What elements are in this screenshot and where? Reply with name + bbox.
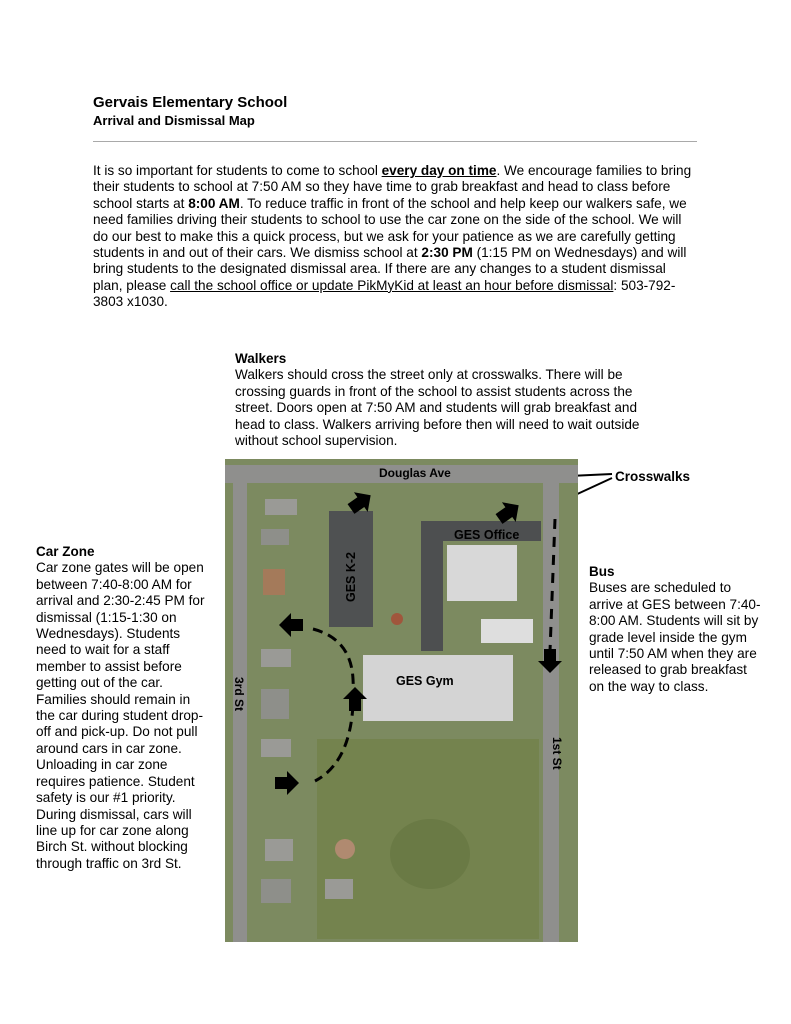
car-zone-section: Car Zone Car zone gates will be open bet… bbox=[36, 544, 211, 872]
house bbox=[261, 649, 291, 667]
intro-text-5: : 503-792-3803 x1030. bbox=[93, 277, 676, 310]
arrow-icon bbox=[495, 502, 519, 524]
intro-text-1: It is so important for students to come … bbox=[93, 163, 382, 178]
arrow-icon bbox=[275, 771, 299, 795]
label-ges-k2: GES K-2 bbox=[344, 552, 358, 602]
page-subtitle: Arrival and Dismissal Map bbox=[93, 113, 255, 128]
intro-text-2: . We encourage families to bring their s… bbox=[93, 163, 692, 211]
arrow-icon bbox=[538, 649, 562, 673]
house bbox=[265, 499, 297, 515]
building-ges-office-roof bbox=[421, 521, 541, 541]
arrow-icon bbox=[279, 613, 303, 637]
building-ges-gym bbox=[363, 655, 513, 721]
building-ges-k2 bbox=[329, 511, 373, 627]
bus-route bbox=[548, 518, 557, 652]
intro-text-4: (1:15 PM on Wednesdays) and will bring s… bbox=[93, 245, 687, 293]
walkers-body: Walkers should cross the street only at … bbox=[235, 367, 640, 449]
building-ges-office bbox=[447, 545, 517, 601]
aerial-map: Douglas Ave GES Office GES K-2 GES Gym 3… bbox=[225, 459, 578, 942]
car-zone-body: Car zone gates will be open between 7:40… bbox=[36, 560, 205, 871]
road-1st-st bbox=[543, 483, 559, 942]
arrow-icon bbox=[343, 687, 367, 711]
bus-heading: Bus bbox=[589, 564, 615, 579]
walkers-section: Walkers Walkers should cross the street … bbox=[235, 351, 645, 449]
label-ges-office: GES Office bbox=[454, 528, 519, 542]
page-title: Gervais Elementary School bbox=[93, 94, 288, 111]
intro-emphasis-on-time: every day on time bbox=[381, 163, 497, 178]
road-douglas-ave bbox=[225, 465, 578, 483]
bus-body: Buses are scheduled to arrive at GES bet… bbox=[589, 580, 761, 694]
label-douglas-ave: Douglas Ave bbox=[379, 466, 451, 480]
intro-emphasis-dismiss-time: 2:30 PM bbox=[421, 245, 473, 261]
intro-contact-instruction: call the school office or update PikMyKi… bbox=[170, 277, 614, 293]
house bbox=[325, 879, 353, 899]
bus-section: Bus Buses are scheduled to arrive at GES… bbox=[589, 564, 764, 695]
intro-text-3: . To reduce traffic in front of the scho… bbox=[93, 195, 687, 261]
house bbox=[265, 839, 293, 861]
arrow-icon bbox=[347, 492, 371, 514]
building-ges-office-wing bbox=[421, 541, 443, 651]
walkers-heading: Walkers bbox=[235, 351, 287, 366]
label-1st-st: 1st St bbox=[550, 737, 564, 770]
building-annex bbox=[481, 619, 533, 643]
field-diamond bbox=[390, 819, 470, 889]
house bbox=[261, 739, 291, 757]
label-ges-gym: GES Gym bbox=[396, 674, 454, 688]
intro-emphasis-start-time: 8:00 AM bbox=[188, 195, 240, 211]
crosswalks-label: Crosswalks bbox=[615, 469, 691, 484]
house bbox=[261, 689, 289, 719]
divider bbox=[93, 141, 697, 142]
label-3rd-st: 3rd St bbox=[232, 677, 246, 711]
house bbox=[263, 569, 285, 595]
playground bbox=[335, 839, 355, 859]
car-zone-heading: Car Zone bbox=[36, 544, 95, 559]
car-zone-route bbox=[312, 627, 355, 783]
road-3rd-st bbox=[233, 483, 247, 942]
playground bbox=[391, 613, 403, 625]
house bbox=[261, 529, 289, 545]
house bbox=[261, 879, 291, 903]
intro-paragraph: It is so important for students to come … bbox=[93, 163, 699, 311]
